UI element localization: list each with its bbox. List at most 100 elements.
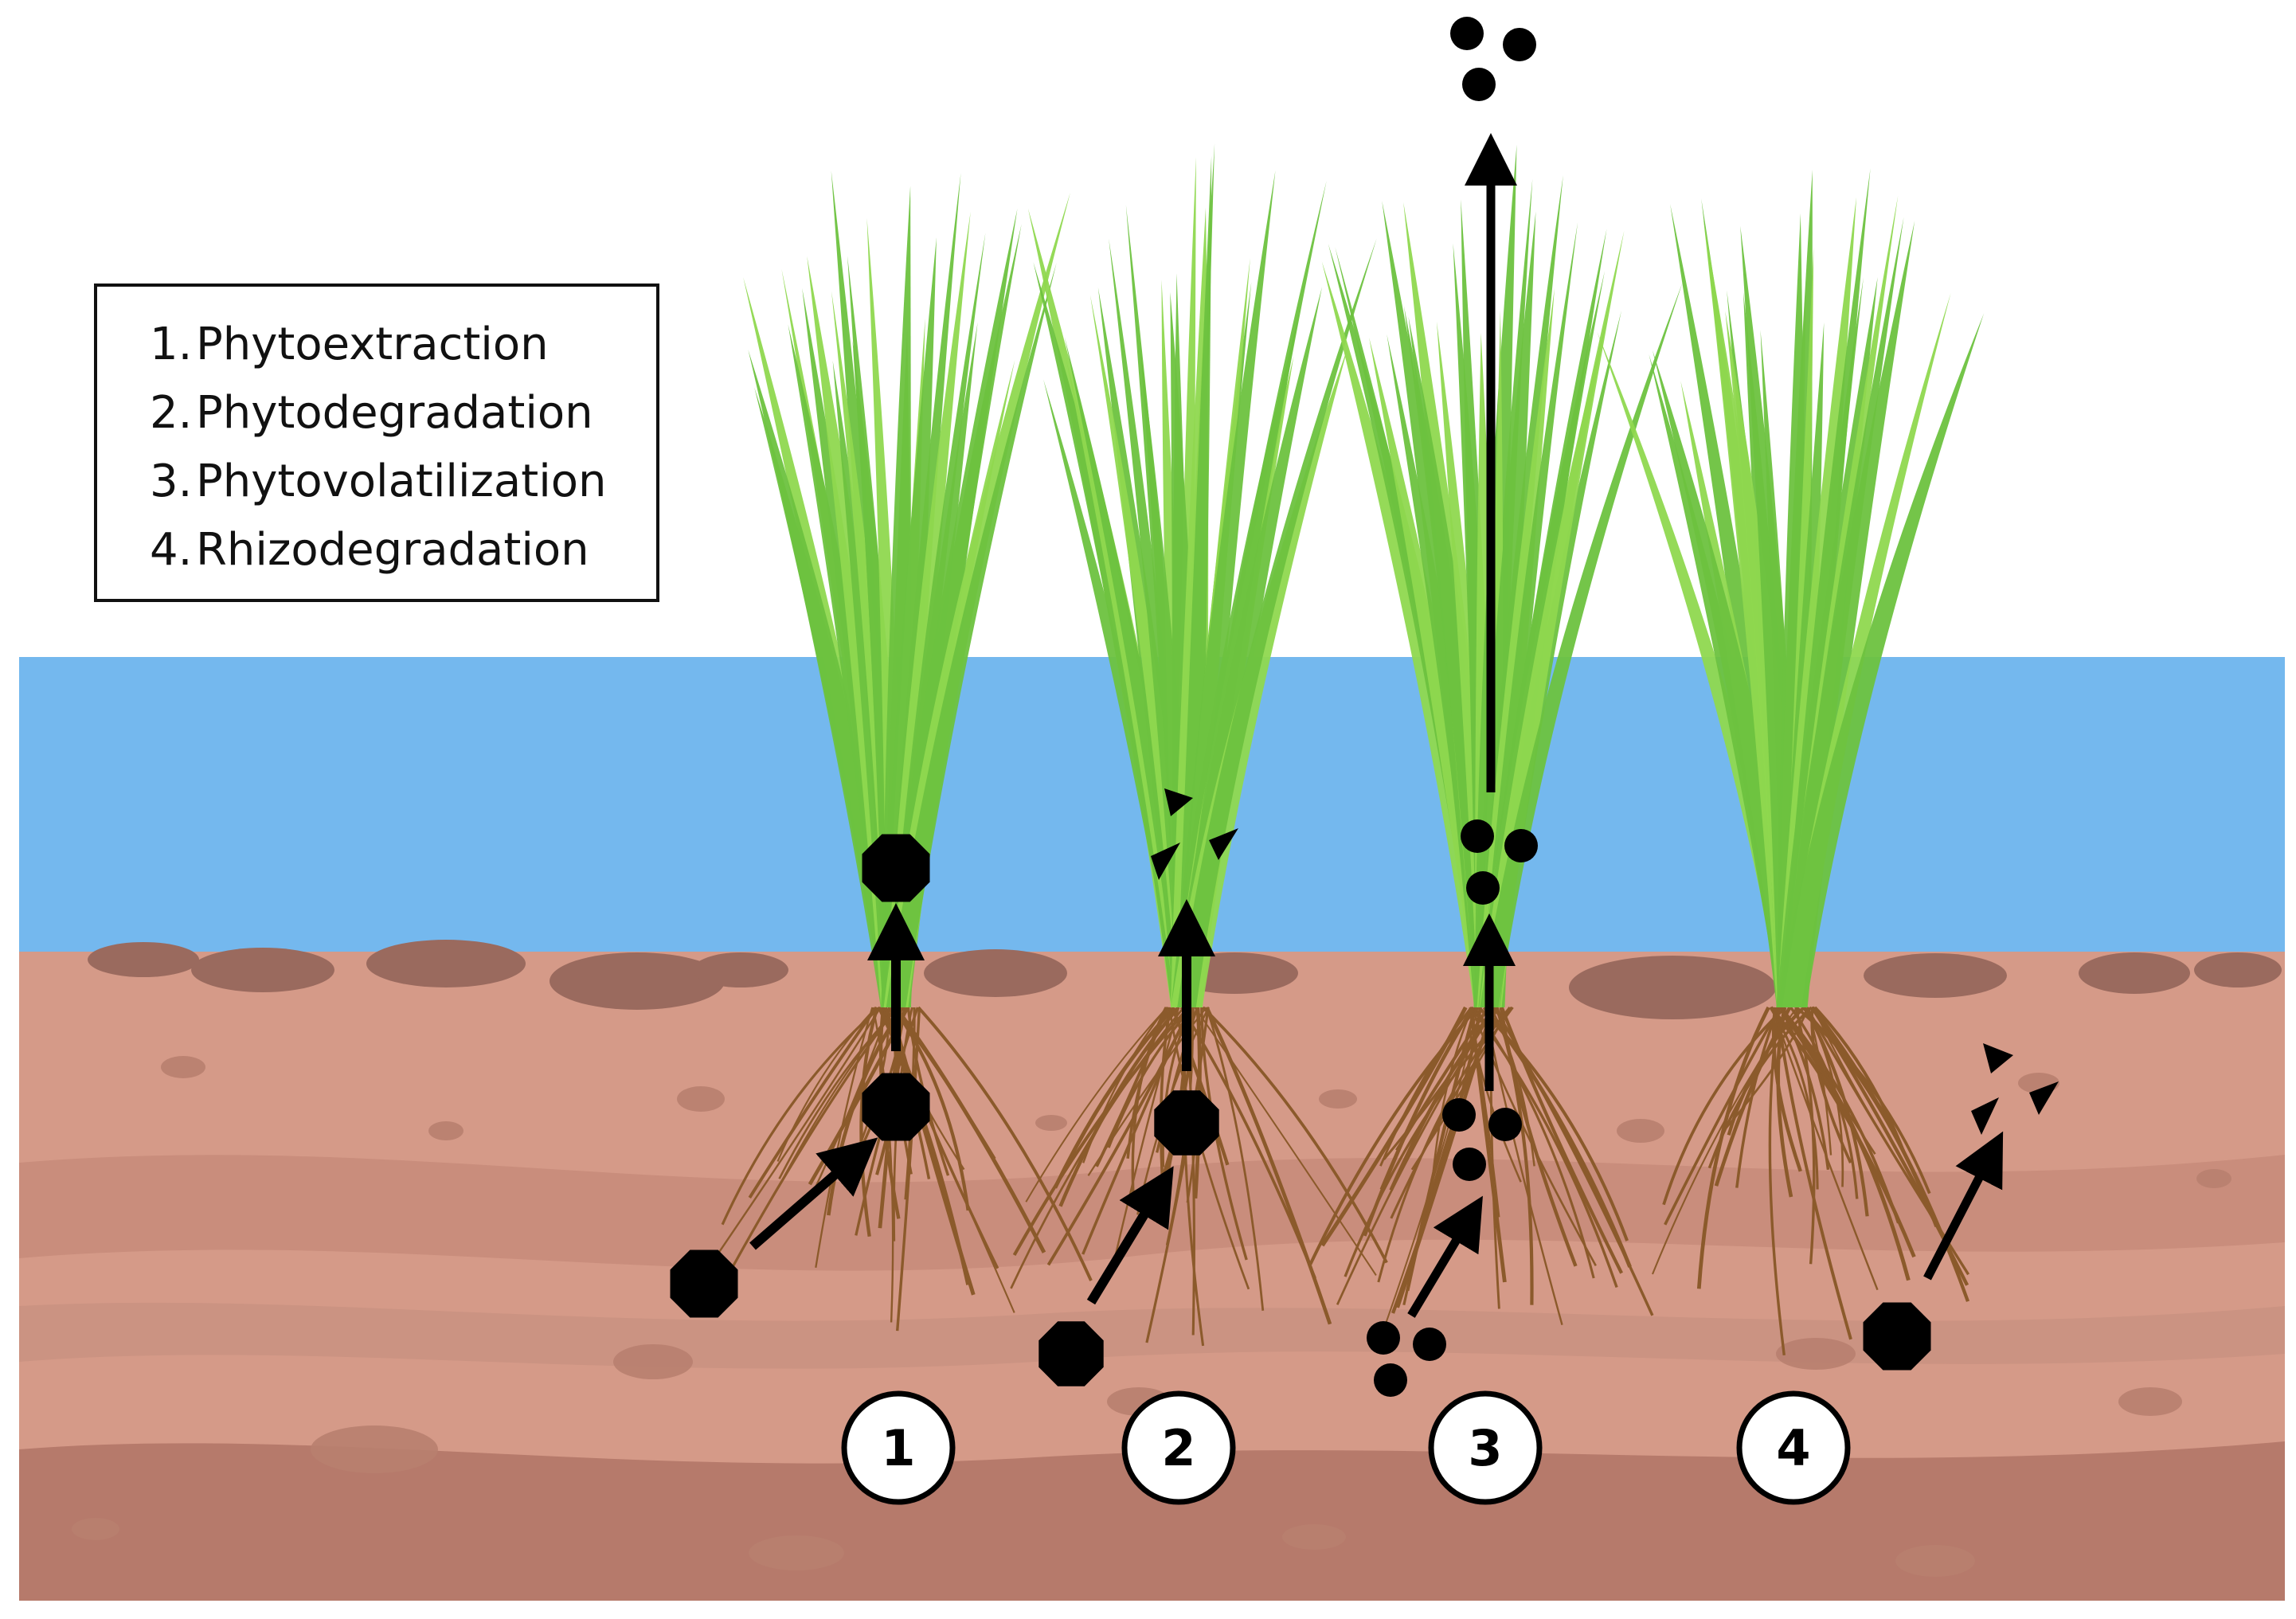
uptake-arrow xyxy=(1407,1195,1483,1318)
grass-blade xyxy=(1778,313,1985,1007)
pollutant-molecule xyxy=(1367,1321,1400,1355)
root-strand xyxy=(859,1007,879,1238)
legend-number: 2. xyxy=(150,387,193,439)
plant-number: 2 xyxy=(1161,1419,1195,1477)
legend-number: 4. xyxy=(150,524,193,576)
root-strand xyxy=(1470,1007,1597,1267)
legend-item-4: 4.Rhizodegradation xyxy=(150,524,589,576)
root-strand xyxy=(1107,1006,1194,1148)
pollutant-molecule xyxy=(1462,68,1496,101)
legend-label: Phytovolatilization xyxy=(196,456,607,507)
root-strand xyxy=(1194,1007,1377,1276)
root-strand xyxy=(1662,1006,1787,1206)
degraded-fragment xyxy=(1971,1097,1999,1135)
root-strand xyxy=(1805,1007,1970,1276)
grass-blade xyxy=(881,237,937,1008)
plant-badge-1: 1 xyxy=(841,1390,956,1505)
degradation-arrow xyxy=(1923,1131,2004,1281)
grass-blade xyxy=(1777,197,1856,1007)
uptake-arrow xyxy=(749,1137,878,1250)
root-strand xyxy=(1430,1007,1474,1200)
pollutant-molecule xyxy=(1466,871,1500,905)
plant-leaves xyxy=(1597,168,1985,1008)
pollutant-octagon xyxy=(1038,1321,1104,1386)
root-strand xyxy=(1469,1006,1618,1289)
root-strand xyxy=(1813,1006,1906,1152)
plant-4 xyxy=(1597,168,1985,1356)
root-strand xyxy=(1735,1007,1781,1188)
legend-label: Phytoextraction xyxy=(196,319,549,370)
phytoextraction-markers xyxy=(670,834,930,1318)
legend-item-3: 3.Phytovolatilization xyxy=(150,456,607,507)
plant-badge-2: 2 xyxy=(1121,1390,1236,1505)
root-strand xyxy=(892,1006,970,1211)
grass-blade xyxy=(1473,211,1536,1007)
pollutant-molecule xyxy=(1442,1098,1476,1132)
degraded-fragment xyxy=(1151,843,1180,880)
legend-number: 3. xyxy=(150,456,193,507)
pollutant-octagon xyxy=(862,1073,930,1141)
root-strand xyxy=(748,1006,878,1199)
root-strand xyxy=(1469,1007,1507,1283)
pollutant-molecule xyxy=(1453,1148,1486,1181)
root-strand xyxy=(1500,1007,1623,1274)
uptake-arrow xyxy=(1086,1166,1174,1305)
plant-roots xyxy=(1308,1006,1654,1332)
root-strand xyxy=(1802,1006,1869,1217)
degraded-fragment xyxy=(1209,828,1238,860)
legend-item-1: 1.Phytoextraction xyxy=(150,319,549,370)
root-strand xyxy=(693,1007,882,1290)
legend-item-2: 2.Phytodegradation xyxy=(150,387,593,439)
degraded-fragment xyxy=(1164,788,1193,816)
root-strand xyxy=(1769,1007,1819,1190)
grass-blade xyxy=(1777,221,1915,1007)
pollutant-molecule xyxy=(1504,829,1538,862)
pollutant-molecule xyxy=(1450,17,1484,50)
root-strand xyxy=(1379,1007,1473,1167)
plant-leaves xyxy=(1321,144,1683,1008)
plant-number-badges: 1 2 3 4 xyxy=(841,1390,1851,1505)
root-strand xyxy=(917,1006,1093,1281)
root-strand xyxy=(784,1007,897,1176)
root-strand xyxy=(1308,1006,1480,1265)
pollutant-octagon xyxy=(1863,1302,1931,1371)
pollutant-molecule xyxy=(1461,819,1494,853)
plant-roots xyxy=(1652,1006,1970,1356)
process-markers xyxy=(670,17,2059,1397)
root-strand xyxy=(1383,1007,1495,1160)
pollutant-molecule xyxy=(1413,1328,1446,1361)
plant-leaves xyxy=(1027,143,1377,1008)
root-strand xyxy=(1205,1007,1265,1311)
root-strand xyxy=(1778,1007,1876,1155)
pollutant-molecule xyxy=(1488,1108,1522,1141)
degraded-fragment xyxy=(2029,1081,2059,1115)
plant-badge-4: 4 xyxy=(1736,1390,1851,1505)
plant-badge-3: 3 xyxy=(1428,1390,1543,1505)
root-strand xyxy=(1025,1007,1168,1203)
legend-number: 1. xyxy=(150,319,193,370)
root-strand xyxy=(1344,1006,1513,1277)
grass-blade xyxy=(1177,238,1377,1007)
rhizodegradation-markers xyxy=(1863,1043,2059,1371)
plant-number: 1 xyxy=(881,1419,915,1477)
root-strand xyxy=(1205,1007,1332,1325)
root-strand xyxy=(1477,1006,1629,1242)
phytovolatilization-markers xyxy=(1367,17,1538,1397)
root-strand xyxy=(1771,1007,1879,1291)
root-strand xyxy=(776,1007,877,1162)
root-strand xyxy=(721,1007,898,1286)
grass-blade xyxy=(1479,230,1625,1007)
plant-number: 4 xyxy=(1776,1419,1810,1477)
root-strand xyxy=(1012,1006,1191,1257)
grass-blade xyxy=(1480,283,1683,1007)
root-strand xyxy=(1171,1007,1230,1166)
root-strand xyxy=(1794,1007,1816,1265)
legend-label: Phytodegradation xyxy=(196,387,593,439)
root-strand xyxy=(872,1007,894,1323)
plant-number: 3 xyxy=(1468,1419,1502,1477)
degraded-fragment xyxy=(1983,1043,2013,1073)
root-strand xyxy=(1202,1006,1388,1264)
root-strand xyxy=(1771,1007,1802,1172)
root-strand xyxy=(1363,1006,1475,1237)
